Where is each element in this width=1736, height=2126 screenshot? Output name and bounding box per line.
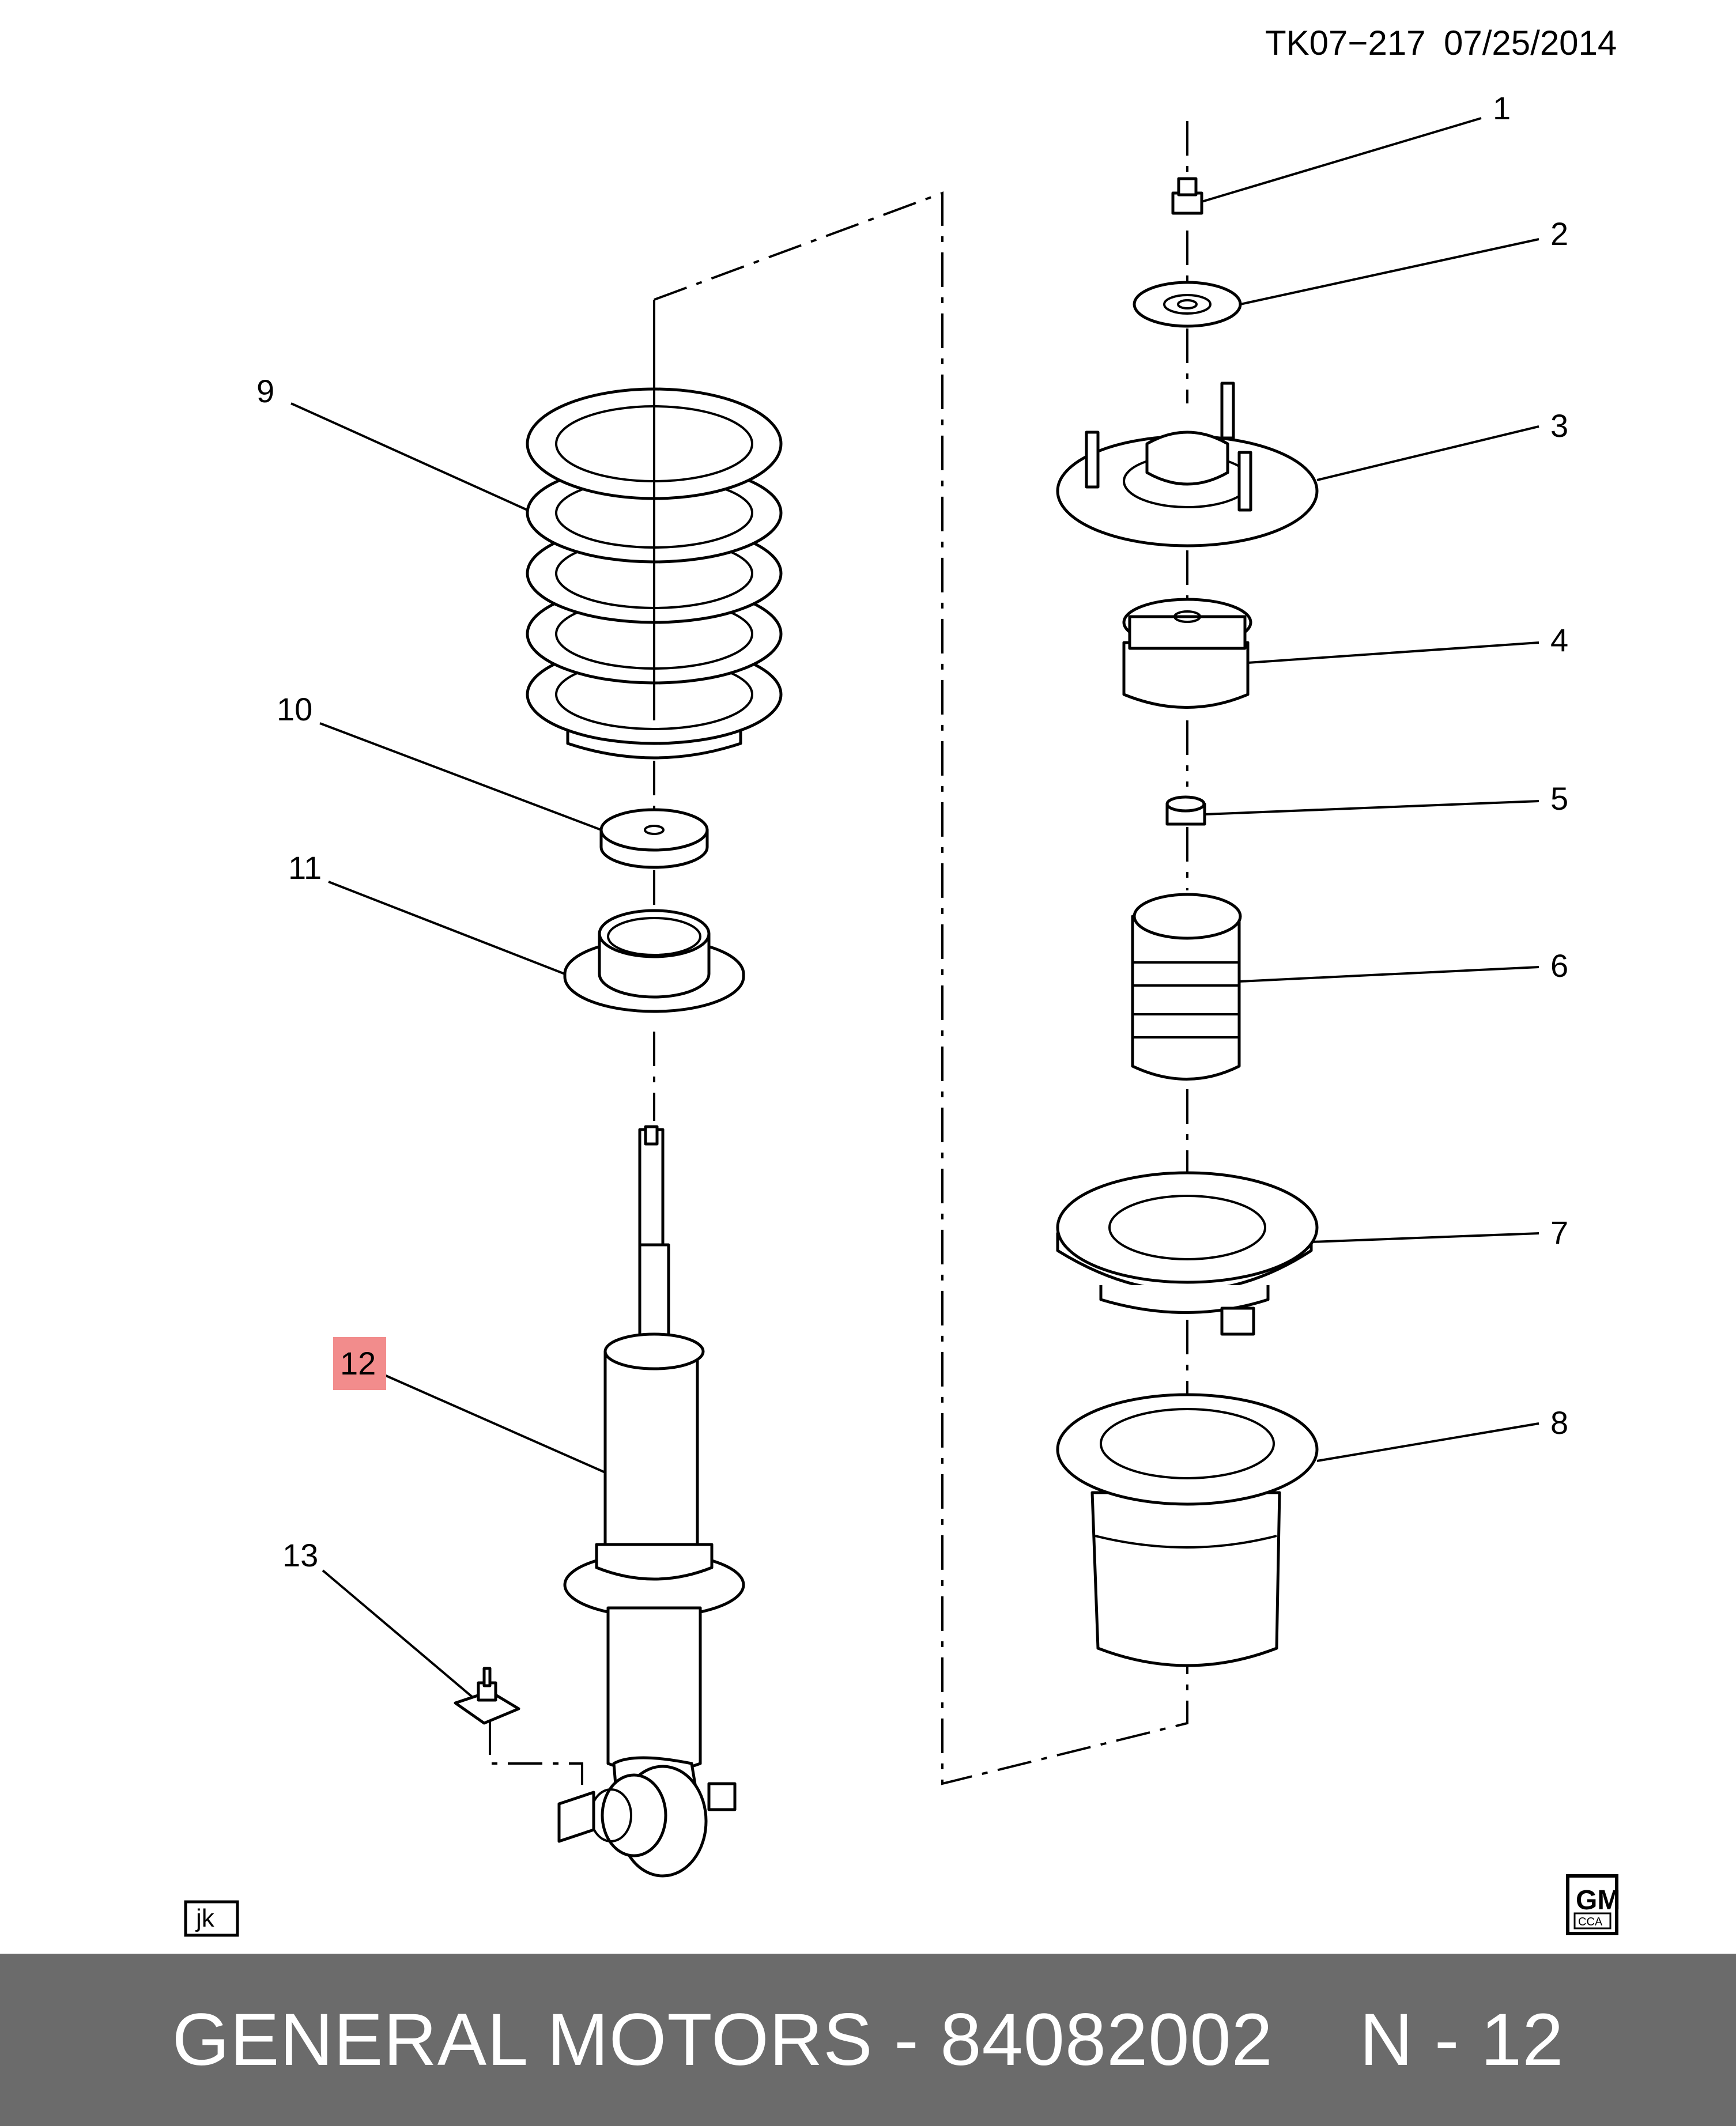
logo-cca-text: CCA	[1578, 1916, 1603, 1928]
callout-3: 3	[1550, 407, 1568, 444]
callout-12-highlight	[333, 1337, 386, 1390]
upper-insulator	[1122, 598, 1252, 709]
logo-gm-text: GM	[1576, 1885, 1620, 1916]
parts-diagram: TK07−217 07/25/2014	[184, 24, 1620, 1937]
upper-washer	[1133, 281, 1242, 328]
spring-seat	[563, 909, 745, 1013]
coil-spring	[526, 300, 783, 760]
footer-brand-part: GENERAL MOTORS - 84082002	[172, 1999, 1273, 2081]
upper-spring-seat	[1056, 1171, 1319, 1336]
corner-tag: jk	[195, 1904, 215, 1932]
callout-7: 7	[1550, 1214, 1568, 1251]
upper-mount-nut	[1171, 177, 1203, 215]
brake-line-clip	[454, 1667, 520, 1725]
callout-8: 8	[1550, 1404, 1568, 1441]
rod-bushing	[1165, 795, 1206, 826]
callout-5: 5	[1550, 780, 1568, 817]
drawing-date: 07/25/2014	[1444, 24, 1617, 62]
assembly-frame-line	[654, 191, 1188, 1785]
jounce-bumper	[1131, 893, 1242, 1081]
callout-9: 9	[256, 373, 274, 409]
callout-10: 10	[277, 691, 312, 727]
callout-13: 13	[282, 1537, 318, 1573]
leader-lines	[290, 117, 1539, 1698]
callout-2: 2	[1550, 216, 1568, 252]
callout-12: 12	[340, 1345, 376, 1381]
shock-absorber	[557, 1125, 745, 1878]
callout-6: 6	[1550, 947, 1568, 984]
callout-11: 11	[288, 849, 322, 886]
footer-bar: GENERAL MOTORS - 84082002 N - 12	[0, 1954, 1736, 2126]
axis-line-13	[489, 1720, 583, 1810]
corner-tag-box	[184, 1900, 239, 1937]
footer-item: N - 12	[1359, 1999, 1564, 2081]
spring-insulator	[599, 808, 709, 869]
callout-4: 4	[1550, 622, 1568, 658]
upper-mount-assembly	[1056, 382, 1319, 547]
gm-logo: GM CCA	[1566, 1874, 1620, 1935]
drawing-id: TK07−217	[1265, 24, 1426, 62]
dust-shield	[1056, 1393, 1319, 1667]
callout-1: 1	[1493, 90, 1511, 126]
